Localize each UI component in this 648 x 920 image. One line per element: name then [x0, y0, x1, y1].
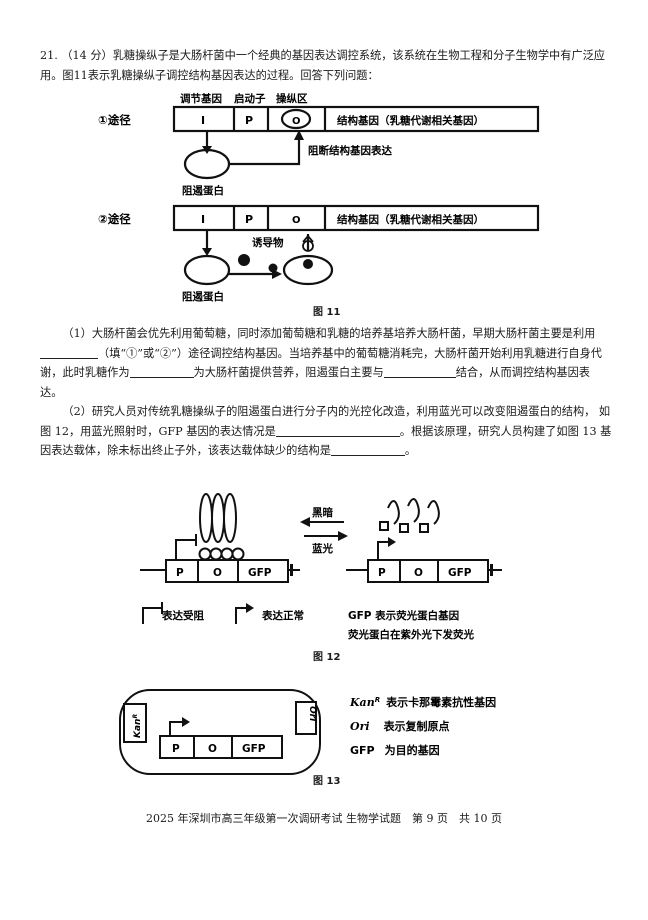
question-number: 21. — [40, 49, 58, 62]
fig11-path1-label: ①途径 — [98, 113, 131, 127]
page-footer: 2025 年深圳市高三年级第一次调研考试 生物学试题 第 9 页 共 10 页 — [146, 812, 502, 825]
fig12-dark-label: 黑暗 — [312, 506, 333, 519]
answer-blank-2[interactable] — [129, 365, 194, 378]
fig13-ori-label: Ori — [307, 706, 317, 722]
question-part-2: （2）研究人员对传统乳糖操纵子的阻遏蛋白进行分子内的光控化改造，利用蓝光可以改变… — [40, 405, 612, 457]
fig11-repressor-1 — [183, 148, 231, 180]
fig12-gfp-note-2: 荧光蛋白在紫外光下发荧光 — [348, 628, 474, 641]
fig11-seg-i-2: I — [201, 213, 205, 226]
fig11-seg-p-2: P — [245, 213, 253, 226]
fig12-right-seg-p: P — [378, 567, 386, 579]
fig13-seg-gfp: GFP — [242, 743, 266, 755]
fig12-legend-blocked: 表达受阻 — [161, 609, 204, 622]
fig13-ori-box — [295, 701, 317, 735]
fig13-seg-o: O — [208, 743, 217, 755]
fig11-seg-o-1: O — [292, 116, 301, 127]
question-intro-text: （14 分）乳糖操纵子是大肠杆菌中一个经典的基因表达调控系统，该系统在生物工程和… — [40, 49, 605, 82]
question-intro: 21. （14 分）乳糖操纵子是大肠杆菌中一个经典的基因表达调控系统，该系统在生… — [40, 46, 612, 85]
fig11-inducer-dot-2 — [268, 263, 278, 273]
fig11-repressor-label-2: 阻遏蛋白 — [182, 290, 224, 303]
fig11-gene-bar-2 — [172, 204, 540, 232]
fig11-label-operator: 操纵区 — [276, 92, 308, 105]
fig11-inducer-bound-dot — [303, 259, 313, 269]
fig11-seg-o-2: O — [292, 215, 301, 226]
answer-blank-5[interactable] — [330, 443, 371, 456]
fig11-repressor-2 — [183, 254, 231, 286]
fig11-seg-p-1: P — [245, 114, 253, 127]
answer-blank-3[interactable] — [383, 365, 456, 378]
fig12-right-seg-gfp: GFP — [448, 567, 472, 579]
fig12-blue-label: 蓝光 — [312, 542, 333, 555]
fig11-repressor-bound — [282, 254, 334, 286]
fig12-right-seg-o: O — [414, 567, 423, 579]
fig13-seg-p: P — [172, 743, 180, 755]
answer-blank-5-cont[interactable] — [370, 443, 405, 456]
fig11-repressor-label-1: 阻遏蛋白 — [182, 184, 224, 197]
fig11-gene-bar-1 — [172, 105, 540, 133]
figure-12: 黑暗 蓝光 P O GFP P O GFP 表达受阻 表达正常 GFP 表示荧光… — [140, 493, 502, 641]
fig12-gfp-note-1: GFP 表示荧光蛋白基因 — [348, 609, 459, 622]
answer-blank-1[interactable] — [40, 346, 98, 359]
fig11-inducer-dot-1 — [238, 254, 250, 266]
fig11-path2-label: ②途径 — [98, 212, 131, 226]
question-part-1: （1）大肠杆菌会优先利用葡萄糖，同时添加葡萄糖和乳糖的培养基培养大肠杆菌，早期大… — [40, 327, 602, 399]
fig11-block-label: 阻断结构基因表达 — [308, 144, 392, 157]
fig13-construct — [159, 735, 283, 759]
fig11-seg-i-1: I — [201, 114, 205, 127]
fig12-left-seg-gfp: GFP — [248, 567, 272, 579]
fig11-label-regulatory-gene: 调节基因 — [180, 92, 222, 105]
fig12-left-seg-p: P — [176, 567, 184, 579]
fig13-plasmid-loop — [119, 689, 321, 775]
fig11-structural-gene-2: 结构基因（乳糖代谢相关基因） — [337, 213, 484, 226]
fig13-kan-box — [123, 703, 147, 743]
fig13-caption: 图 13 — [313, 776, 341, 787]
fig12-legend-normal: 表达正常 — [261, 609, 304, 622]
figure-11: 调节基因 启动子 操纵区 ①途径 ②途径 I P O 结构基因（乳糖代谢相关基因… — [98, 92, 540, 303]
fig11-structural-gene-1: 结构基因（乳糖代谢相关基因） — [337, 114, 484, 127]
fig11-label-promoter: 启动子 — [234, 92, 266, 105]
fig13-kan-label: KanR — [132, 714, 143, 738]
fig11-inducer-label: 诱导物 — [252, 236, 284, 249]
fig12-left-seg-o: O — [213, 567, 222, 579]
fig12-caption: 图 12 — [313, 652, 341, 663]
fig11-operator-ellipse — [280, 108, 312, 130]
fig11-caption: 图 11 — [313, 307, 341, 318]
answer-blank-4[interactable] — [275, 424, 400, 437]
